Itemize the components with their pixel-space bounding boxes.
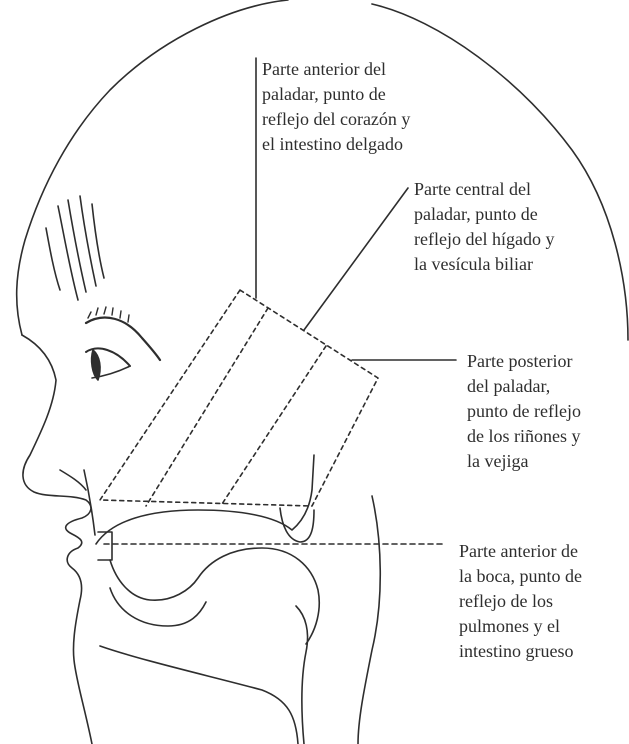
nostril bbox=[60, 470, 86, 490]
jaw-underside bbox=[100, 646, 298, 744]
label-line: Parte posterior bbox=[467, 349, 581, 374]
label-line: la boca, punto de bbox=[459, 564, 582, 589]
front-teeth bbox=[98, 532, 112, 560]
neck-back bbox=[358, 496, 380, 744]
label-front-palate: Parte anterior del paladar, punto de ref… bbox=[262, 57, 410, 157]
label-line: Parte anterior de bbox=[459, 539, 582, 564]
label-line: reflejo del hígado y bbox=[414, 227, 554, 252]
skull-outline bbox=[372, 4, 628, 340]
label-line: pulmones y el bbox=[459, 614, 582, 639]
palate-outline bbox=[96, 455, 314, 544]
label-line: paladar, punto de bbox=[414, 202, 554, 227]
hair-strand bbox=[46, 228, 60, 290]
label-line: reflejo del corazón y bbox=[262, 107, 410, 132]
hair-strand bbox=[92, 204, 104, 278]
eye-iris bbox=[92, 350, 100, 380]
label-line: del paladar, bbox=[467, 374, 581, 399]
label-line: Parte central del bbox=[414, 177, 554, 202]
label-line: la vesícula biliar bbox=[414, 252, 554, 277]
label-line: punto de reflejo bbox=[467, 399, 581, 424]
forehead-outline bbox=[17, 0, 288, 335]
palate-zone-divider-1 bbox=[146, 308, 268, 506]
label-back-palate: Parte posterior del paladar, punto de re… bbox=[467, 349, 581, 474]
label-line: paladar, punto de bbox=[262, 82, 410, 107]
label-line: reflejo de los bbox=[459, 589, 582, 614]
label-line: Parte anterior del bbox=[262, 57, 410, 82]
leader-center-palate bbox=[304, 188, 408, 330]
palate-zone-box bbox=[100, 290, 378, 506]
label-line: intestino grueso bbox=[459, 639, 582, 664]
face-profile bbox=[22, 335, 92, 744]
label-center-palate: Parte central del paladar, punto de refl… bbox=[414, 177, 554, 277]
pharynx-outline bbox=[296, 606, 308, 744]
hair-strand bbox=[58, 206, 78, 300]
palate-zone-divider-2 bbox=[222, 346, 326, 504]
label-front-mouth: Parte anterior de la boca, punto de refl… bbox=[459, 539, 582, 664]
lower-mouth-curve bbox=[110, 588, 206, 626]
label-line: el intestino delgado bbox=[262, 132, 410, 157]
label-line: de los riñones y bbox=[467, 424, 581, 449]
label-line: la vejiga bbox=[467, 449, 581, 474]
tongue-outline bbox=[110, 548, 319, 644]
